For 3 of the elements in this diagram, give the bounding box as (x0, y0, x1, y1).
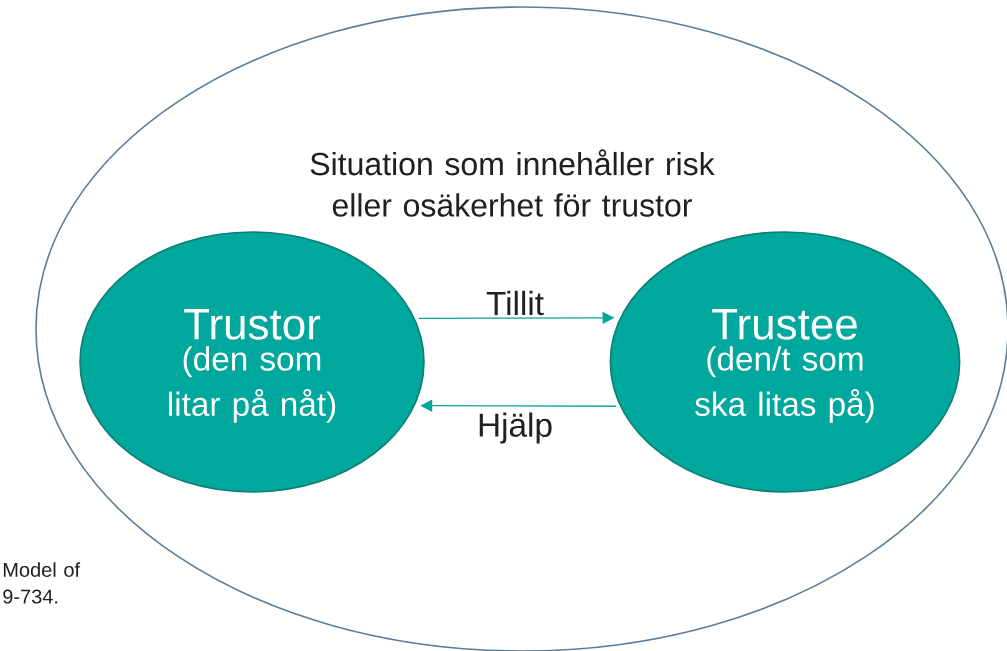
citation-text: Model of 9-734. (3, 562, 81, 604)
edge-label: Hjälp (475, 411, 555, 445)
edge-label: Tillit (484, 289, 546, 317)
